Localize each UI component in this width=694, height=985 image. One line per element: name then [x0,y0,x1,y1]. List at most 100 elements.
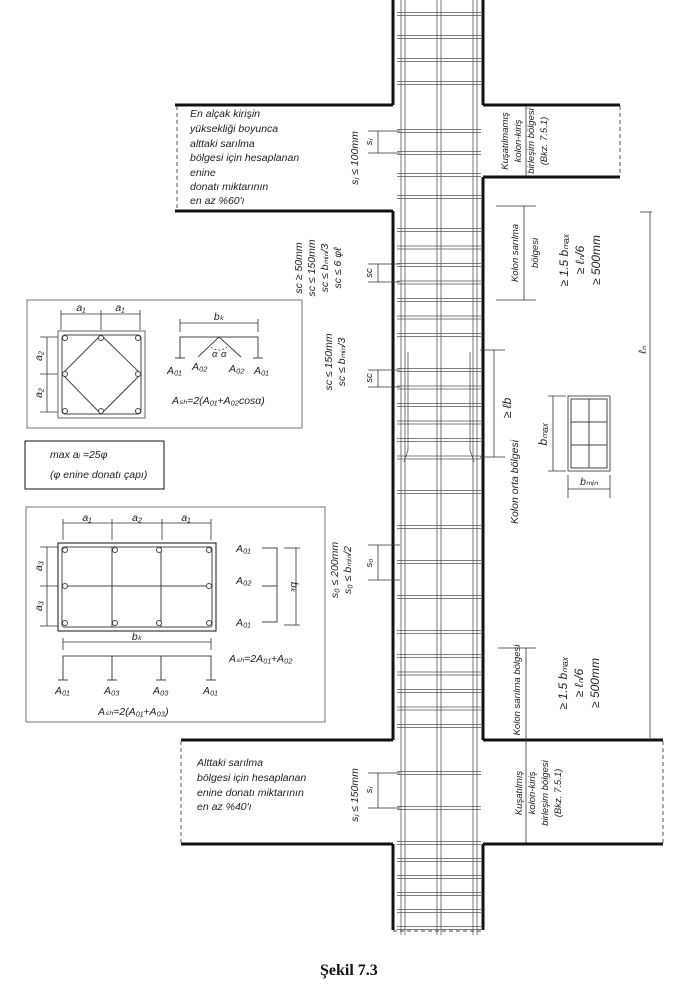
a2-label: a₂ [33,351,45,361]
spacing-label: sⱼ [364,137,375,145]
zone-label: (Bkz. 7.5.1) [553,769,564,818]
A02-label: A₀₂ [235,575,251,587]
a3-label: a₃ [33,561,45,571]
a1-label: a₁ [181,512,191,524]
note-line: en az %40'ı [197,801,252,813]
bottom-joint-spacing-dimension: sⱼ sⱼ ≤ 150mm [349,768,400,822]
spacing-label: sc [364,373,375,383]
top-joint-spacing-dimension: sⱼ sⱼ ≤ 100mm [349,130,400,185]
bk-label: bₖ [288,582,300,593]
a2-label: a₂ [132,512,142,524]
column-reinforcement [400,0,478,935]
spacing-rule: sc ≤ bₘᵢₙ/3 [319,243,331,292]
ash-formula: Aₛₕ=2A₀₁+A₀₂ [228,653,292,665]
note-line: bölgesi için hesaplanan [197,772,306,784]
column-ties [397,12,481,930]
bk-label: bₖ [132,631,143,643]
zone-label: kolon-kiriş [513,119,524,162]
spacing-label: sⱼ [364,785,375,793]
top-joint-zone: Kuşatılmamış kolon-kiriş birleşim bölges… [500,106,550,176]
spacing-note-box: max aᵢ =25φ (φ enine donatı çapı) [24,440,165,490]
top-joint-note: En alçak kirişin yüksekliği boyunca altt… [189,108,299,207]
note-line: enine [190,167,216,179]
upper-confinement-spacing: sc ≥ 50mm sc ≤ 150mm sc ≤ bₘᵢₙ/3 sc ≤ 6 … [293,239,400,297]
note-line: bölgesi için hesaplanan [190,152,299,164]
spacing-label: s₀ [364,559,375,568]
zone-label: Kuşatılmamış [500,112,511,170]
A01-label: A₀₁ [202,685,218,697]
clear-height-label: ℓₙ [637,345,649,354]
length-rule: ≥ 1.5 bₘₐₓ [557,233,571,286]
zone-label: birleşim bölgesi [526,107,537,173]
bottom-joint-zone: Kuşatılmış kolon-kiriş birleşim bölgesi … [514,741,564,843]
lower-confinement-zone: Kolon sarılma bölgesi ≥ 1.5 bₘₐₓ ≥ ℓₙ/6 … [498,644,602,740]
A03-label: A₀₃ [103,685,120,697]
zone-label: Kolon sarılma [510,224,521,282]
zone-label: Kuşatılmış [514,771,525,816]
zone-label: Kolon sarılma bölgesi [512,644,523,736]
bmax-label: bₘₐₓ [536,422,550,445]
ash-formula: Aₛₕ=2(A₀₁+A₀₃) [97,706,169,718]
zone-label: kolon-kiriş [527,771,538,814]
upper-confinement-zone: Kolon sarılma bölgesi ≥ 1.5 bₘₐₓ ≥ ℓₙ/6 … [496,205,603,301]
spacing-rule: sc ≤ 150mm [306,239,318,296]
column-cross-section: bₘₐₓ bₘᵢₙ [536,395,611,498]
lap-length-label: ≥ ℓb [500,397,514,418]
bottom-beam [180,738,664,846]
note-line: Alttaki sarılma [196,757,263,769]
A02-label: A₀₂ [191,361,207,373]
a1-label: a₁ [76,302,86,314]
spacing-rule: s₀ ≤ 200mm [329,542,341,599]
A01-label: A₀₁ [235,543,251,555]
spacing-label: sc [364,268,375,278]
note-line: donatı miktarının [190,181,268,193]
spacing-rule: s₀ ≤ bₘᵢₙ/2 [342,546,354,594]
zone-label: birleşim bölgesi [540,759,551,825]
alpha-label: α [221,349,227,360]
a1-label: a₁ [115,302,125,314]
middle-zone: Kolon orta bölgesi bₘₐₓ bₘᵢₙ s₀ ≤ 200mm … [329,395,611,599]
splice-spacing: sc ≤ 150mm sc ≤ bₘᵢₙ/3 sc ≥ ℓb [323,333,514,458]
spacing-rule: sc ≤ bₘᵢₙ/3 [336,337,348,386]
length-rule: ≥ ℓₙ/6 [573,245,587,274]
zone-label: Kolon orta bölgesi [509,439,521,524]
square-section-detail: a₁ a₁ a₂ a₂ bₖ α α A₀₁ A₀₂ A₀₂ A₀₁ Aₛₕ=2… [26,299,303,429]
A01-label: A₀₁ [253,365,269,377]
A03-label: A₀₃ [152,685,169,697]
note-line: max aᵢ =25φ [50,449,108,461]
spacing-rule: sⱼ ≤ 150mm [349,768,361,822]
ash-formula: Aₛₕ=2(A₀₁+A₀₂cosα) [171,395,265,407]
rectangular-section-detail: a₁ a₂ a₁ a₃ a₃ bₖ A₀₁ A₀₃ A₀₃ A₀₁ Aₛₕ=2(… [25,506,326,723]
zone-label: (Bkz. 7.5.1) [539,117,550,166]
A01-label: A₀₁ [166,365,182,377]
note-line: enine donatı miktarının [197,787,304,799]
note-line: en az %60'ı [190,195,245,207]
length-rule: ≥ 1.5 bₘₐₓ [556,656,570,709]
spacing-rule: sc ≤ 6 φℓ [332,247,344,289]
clear-height-dimension: ℓₙ [637,211,652,738]
bk-label: bₖ [214,311,225,323]
a3-label: a₃ [33,601,45,611]
bottom-joint-note: Alttaki sarılma bölgesi için hesaplanan … [196,757,306,813]
zone-label: bölgesi [530,237,541,268]
spacing-rule: sc ≥ 50mm [293,242,305,294]
column-outline [391,0,485,932]
length-rule: ≥ ℓₙ/6 [572,668,586,697]
spacing-rule: sⱼ ≤ 100mm [349,131,361,185]
bmin-label: bₘᵢₙ [580,476,599,488]
lap-splice-bar-left [403,352,409,463]
A01-label: A₀₁ [54,685,70,697]
note-line: yüksekliği boyunca [189,123,278,135]
note-line: (φ enine donatı çapı) [50,469,147,481]
lap-splice-bar-right [469,352,475,463]
alpha-label: α [212,349,218,360]
a1-label: a₁ [82,512,92,524]
length-rule: ≥ 500mm [588,658,602,708]
a2-label: a₂ [33,388,45,398]
A01-label: A₀₁ [235,617,251,629]
note-line: alttaki sarılma [190,138,255,150]
top-beam [175,103,621,213]
spacing-rule: sc ≤ 150mm [323,333,335,390]
A02-label: A₀₂ [228,363,244,375]
